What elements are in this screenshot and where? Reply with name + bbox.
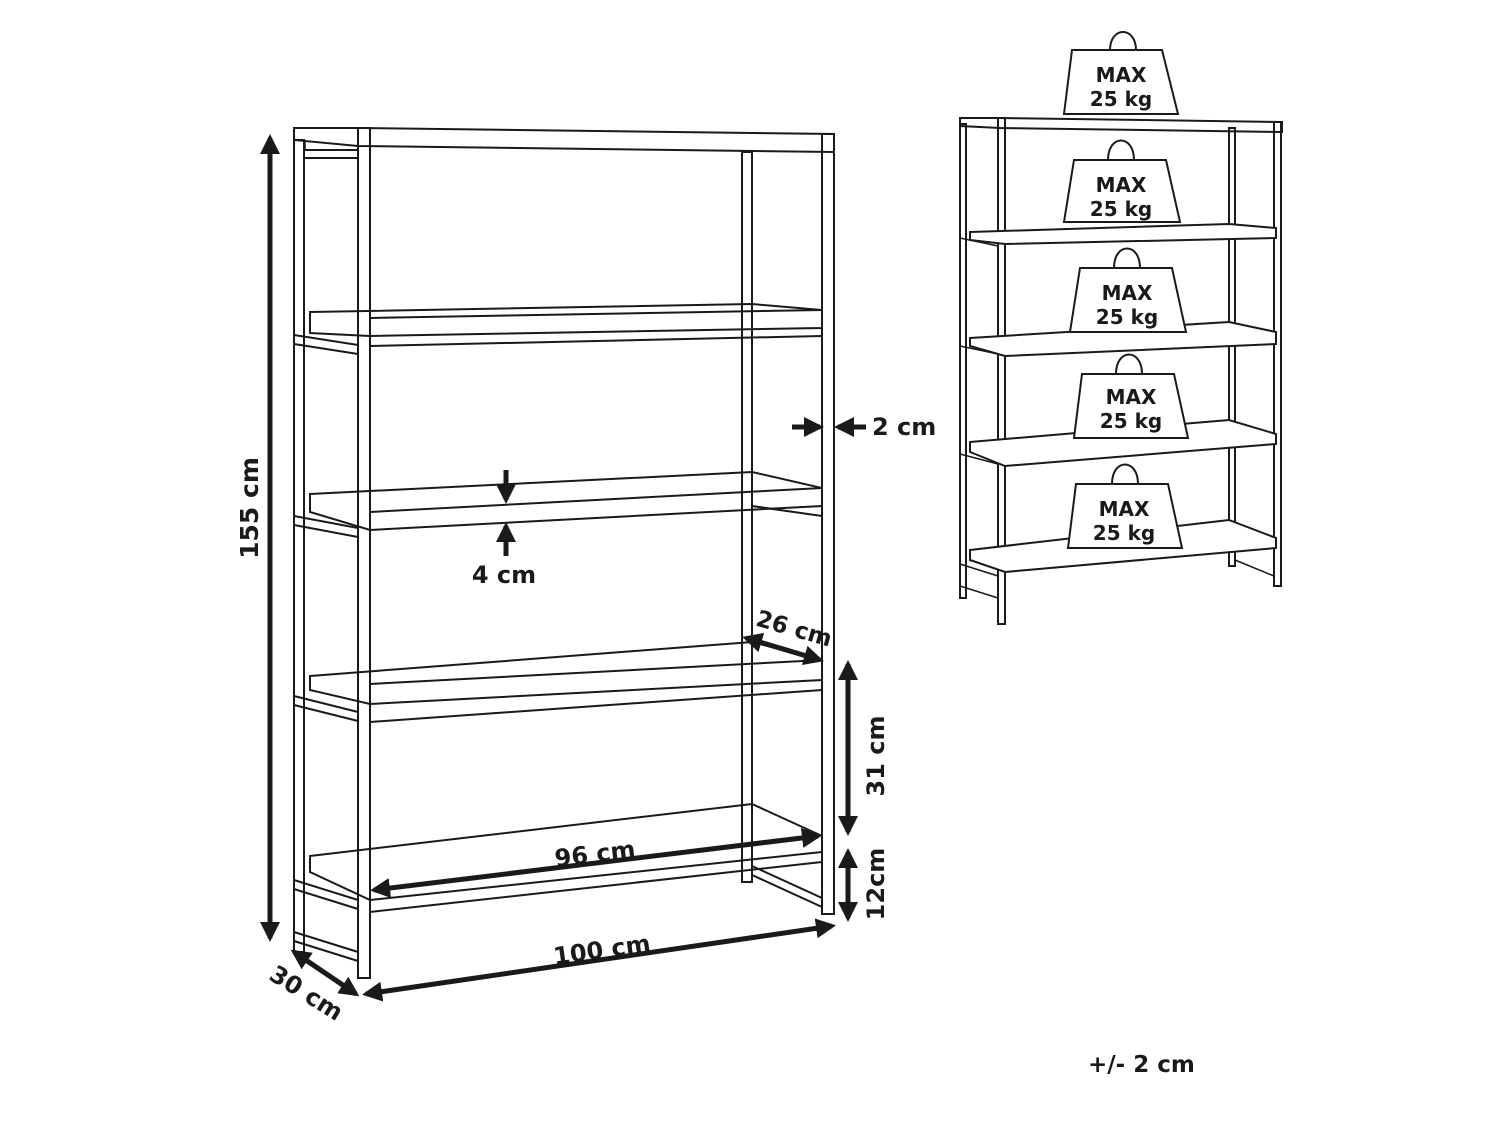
main-shelf-drawing: 155 cm 100 cm 30 cm 96 cm 26 cm 31 cm 12… [235, 127, 936, 1027]
shelf-depth-arrow [742, 632, 824, 666]
small-right-front-post [1273, 121, 1282, 587]
depth-label: 30 cm [264, 960, 348, 1027]
shelf-2 [293, 470, 823, 538]
bottom-clearance-label: 12cm [862, 848, 890, 921]
load-max-label: MAX [1102, 281, 1153, 305]
small-shelf-2 [959, 320, 1277, 358]
load-shelf-drawing: MAX 25 kg MAX 25 kg MAX 25 kg MAX 25 kg … [959, 31, 1283, 625]
tolerance-note: +/- 2 cm [1088, 1052, 1195, 1078]
shelf-spacing-label: 31 cm [862, 716, 890, 797]
load-max-label: MAX [1106, 385, 1157, 409]
load-weight-label: 25 kg [1093, 521, 1155, 545]
depth-arrow [290, 949, 360, 997]
small-shelf-3 [959, 418, 1277, 468]
inner-width-arrow [370, 828, 822, 898]
weight-icon: MAX 25 kg [1066, 463, 1184, 549]
width-label: 100 cm [552, 929, 653, 970]
small-top-board [959, 117, 1283, 134]
weight-icon: MAX 25 kg [1072, 353, 1190, 439]
load-max-label: MAX [1096, 63, 1147, 87]
width-arrow [362, 918, 836, 1002]
load-weight-label: 25 kg [1090, 87, 1152, 111]
shelf-1 [293, 302, 823, 355]
load-max-label: MAX [1096, 173, 1147, 197]
inner-width-label: 96 cm [553, 835, 637, 873]
load-weight-label: 25 kg [1100, 409, 1162, 433]
left-back-post [293, 139, 305, 953]
shelf-thickness-label: 4 cm [472, 561, 536, 589]
small-shelf-1 [959, 222, 1277, 247]
small-left-back-post [959, 123, 967, 599]
weight-icon: MAX 25 kg [1068, 247, 1188, 333]
weight-icon: MAX 25 kg [1062, 139, 1182, 223]
top-board [293, 127, 835, 154]
right-front-post [821, 133, 835, 915]
load-max-label: MAX [1099, 497, 1150, 521]
right-back-post [741, 151, 753, 883]
load-weight-label: 25 kg [1090, 197, 1152, 221]
weight-icon: MAX 25 kg [1062, 31, 1180, 115]
frame-thickness-label: 2 cm [872, 413, 936, 441]
load-weight-label: 25 kg [1096, 305, 1158, 329]
small-left-front-post [997, 117, 1006, 625]
height-label: 155 cm [235, 457, 264, 559]
